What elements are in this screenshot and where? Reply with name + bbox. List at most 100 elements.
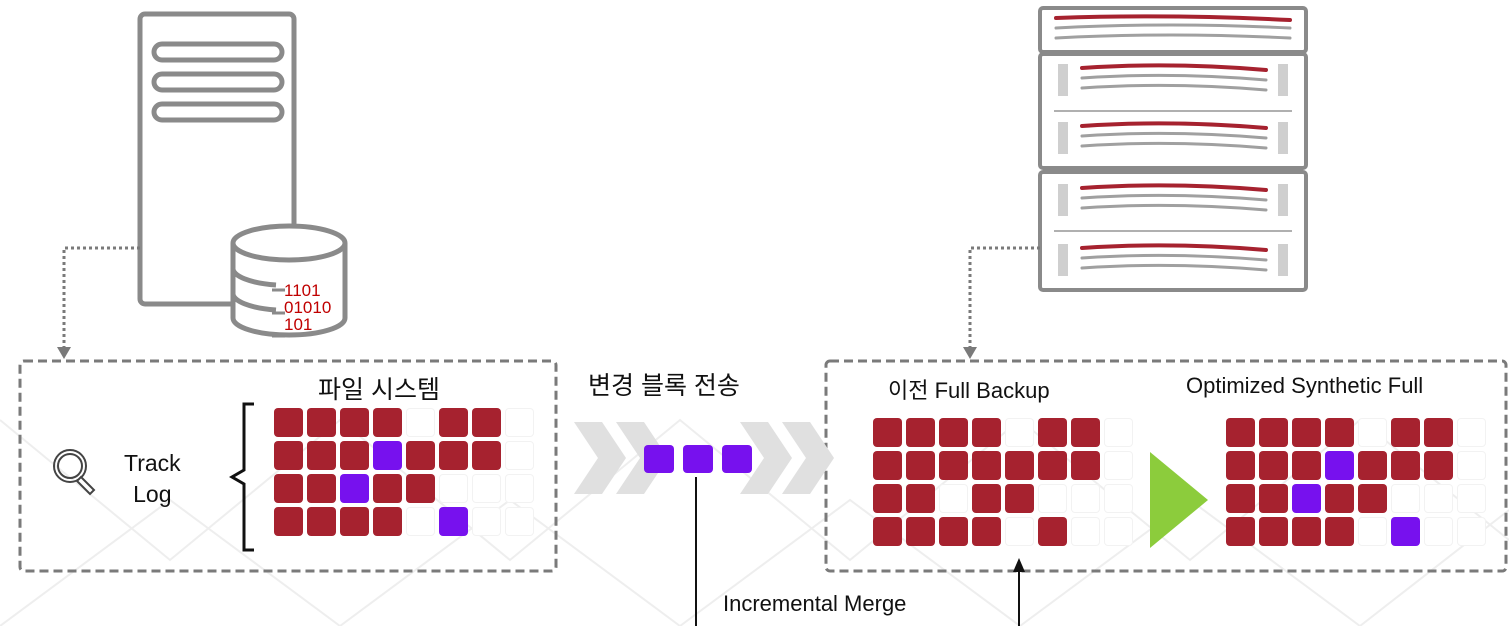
database-icon xyxy=(230,223,348,338)
data-block xyxy=(340,507,369,536)
data-block xyxy=(1259,418,1288,447)
data-block xyxy=(1038,418,1067,447)
data-block xyxy=(906,418,935,447)
data-block xyxy=(307,507,336,536)
data-block xyxy=(939,451,968,480)
data-block xyxy=(439,441,468,470)
data-block xyxy=(1226,451,1255,480)
data-block xyxy=(472,408,501,437)
source-connector xyxy=(62,246,140,348)
empty-block xyxy=(1457,517,1486,546)
empty-block xyxy=(406,408,435,437)
empty-block xyxy=(505,441,534,470)
data-block xyxy=(1325,484,1354,513)
data-block xyxy=(1424,418,1453,447)
empty-block xyxy=(1457,451,1486,480)
transfer-block xyxy=(683,445,713,473)
data-block xyxy=(1391,451,1420,480)
data-block xyxy=(340,408,369,437)
empty-block xyxy=(1358,418,1387,447)
data-block xyxy=(873,484,902,513)
data-block xyxy=(1071,451,1100,480)
empty-block xyxy=(1005,418,1034,447)
data-block xyxy=(939,517,968,546)
data-block xyxy=(1038,517,1067,546)
binary-line-2: 01010 xyxy=(284,298,332,317)
empty-block xyxy=(505,408,534,437)
data-block xyxy=(1071,418,1100,447)
source-box xyxy=(18,359,558,573)
data-block xyxy=(972,517,1001,546)
empty-block xyxy=(1424,484,1453,513)
changed-block xyxy=(1391,517,1420,546)
transfer-block xyxy=(644,445,674,473)
data-block xyxy=(1292,517,1321,546)
changed-block xyxy=(340,474,369,503)
transfer-label: 변경 블록 전송 xyxy=(588,372,740,400)
data-block xyxy=(406,474,435,503)
data-block xyxy=(307,474,336,503)
prev-label-ko: 이전 xyxy=(888,378,929,403)
target-connector xyxy=(968,246,1040,348)
track-label: Track Log xyxy=(124,448,181,510)
data-block xyxy=(307,408,336,437)
empty-block xyxy=(1358,517,1387,546)
changed-block xyxy=(439,507,468,536)
changed-block xyxy=(1325,451,1354,480)
data-block xyxy=(1325,517,1354,546)
brace xyxy=(229,402,254,552)
data-block xyxy=(939,418,968,447)
empty-block xyxy=(1071,484,1100,513)
data-block xyxy=(873,418,902,447)
data-block xyxy=(1259,517,1288,546)
track-label-line-1: Track xyxy=(124,450,181,476)
empty-block xyxy=(1457,484,1486,513)
empty-block xyxy=(505,474,534,503)
data-block xyxy=(1292,418,1321,447)
incremental-merge-label: Incremental Merge xyxy=(723,591,907,616)
changed-block xyxy=(373,441,402,470)
empty-block xyxy=(1104,484,1133,513)
empty-block xyxy=(1104,517,1133,546)
data-block xyxy=(274,408,303,437)
merge-arrow-icon xyxy=(1150,452,1208,548)
empty-block xyxy=(1391,484,1420,513)
data-block xyxy=(472,441,501,470)
data-block xyxy=(439,408,468,437)
empty-block xyxy=(1104,418,1133,447)
merge-line-arrowhead xyxy=(1013,558,1025,572)
server-tower-icon xyxy=(137,11,297,307)
empty-block xyxy=(1071,517,1100,546)
empty-block xyxy=(439,474,468,503)
data-block xyxy=(406,441,435,470)
data-block xyxy=(1259,484,1288,513)
data-block xyxy=(1259,451,1288,480)
data-block xyxy=(1325,418,1354,447)
binary-line-3: 101 xyxy=(284,315,313,334)
empty-block xyxy=(1457,418,1486,447)
binary-text: 1101 01010 101 xyxy=(284,282,331,333)
empty-block xyxy=(939,484,968,513)
data-block xyxy=(1005,484,1034,513)
data-block xyxy=(906,484,935,513)
transfer-block xyxy=(722,445,752,473)
data-block xyxy=(906,517,935,546)
data-block xyxy=(972,484,1001,513)
transfer-chevrons xyxy=(574,422,834,494)
search-icon xyxy=(53,449,96,496)
data-block xyxy=(972,418,1001,447)
prev-full-backup-label: 이전 Full Backup xyxy=(888,373,1050,405)
empty-block xyxy=(406,507,435,536)
data-block xyxy=(373,507,402,536)
data-block xyxy=(1226,484,1255,513)
data-block xyxy=(1358,451,1387,480)
data-block xyxy=(340,441,369,470)
target-connector-arrowhead xyxy=(963,347,977,359)
data-block xyxy=(1424,451,1453,480)
empty-block xyxy=(1104,451,1133,480)
data-block xyxy=(274,474,303,503)
target-box xyxy=(824,359,1508,573)
filesystem-label: 파일 시스템 xyxy=(318,376,440,404)
data-block xyxy=(1005,451,1034,480)
